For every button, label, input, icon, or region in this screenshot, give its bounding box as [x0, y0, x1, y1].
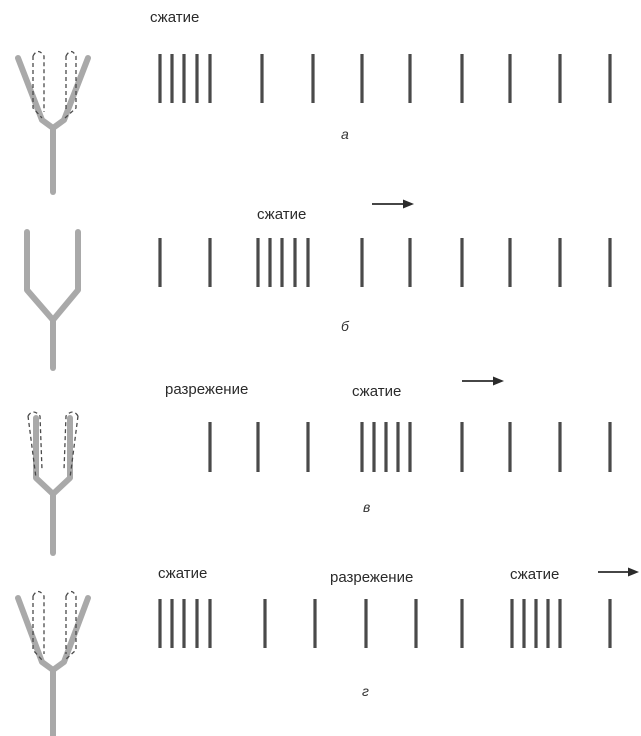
label-compression-c: сжатие	[352, 383, 401, 400]
label-compression-b: сжатие	[257, 206, 306, 223]
panel-letter-c: в	[363, 499, 370, 515]
label-rarefaction-c: разрежение	[165, 381, 248, 398]
label-rarefaction-d: разрежение	[330, 569, 413, 586]
panel-letter-d: г	[362, 683, 369, 699]
label-compression-d1: сжатие	[158, 565, 207, 582]
panel-letter-b: б	[341, 318, 350, 334]
panel-letter-a: а	[341, 126, 349, 142]
label-compression-d2: сжатие	[510, 566, 559, 583]
label-compression-a: сжатие	[150, 9, 199, 26]
